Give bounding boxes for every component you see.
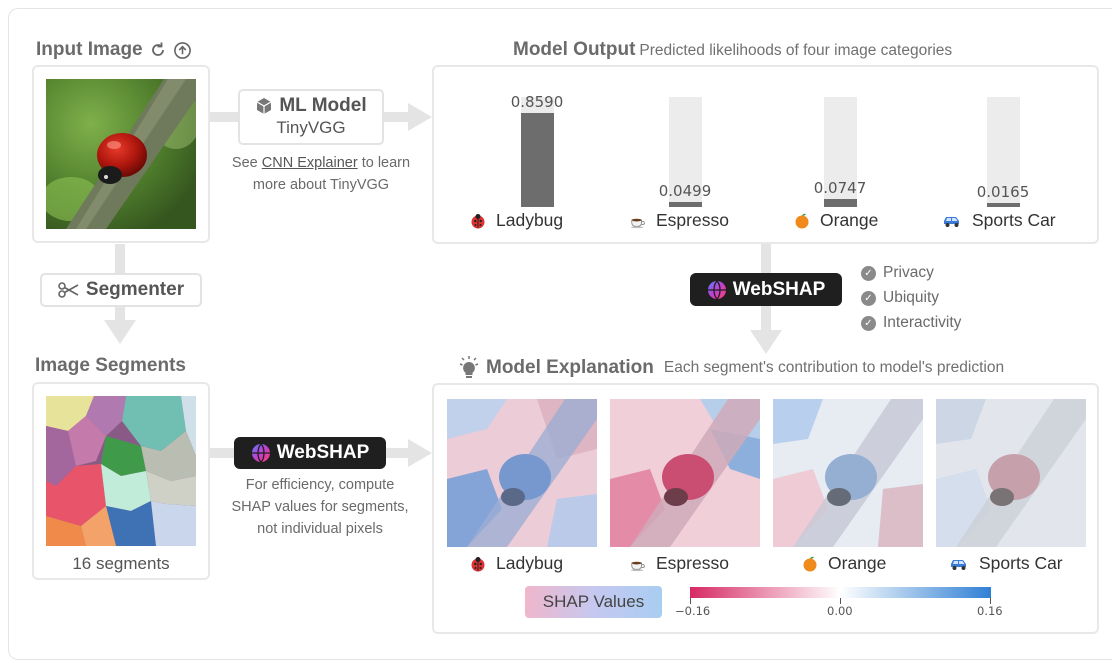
connector-input-model	[210, 112, 238, 122]
efficiency-note-line3: not individual pixels	[257, 521, 383, 537]
bar-value-label-0: 0.8590	[510, 93, 564, 111]
check-icon: ✓	[861, 290, 876, 306]
segments-count: 16 segments	[72, 554, 170, 573]
arrow-head-explanation	[408, 439, 432, 467]
orange-icon	[794, 213, 810, 229]
car-icon	[942, 213, 962, 229]
espresso-label: Espresso	[656, 210, 729, 230]
ladybug-icon	[470, 556, 486, 572]
orange-icon	[802, 556, 818, 572]
efficiency-note-line2: SHAP values for segments,	[231, 499, 409, 515]
image-segments-title: Image Segments	[35, 355, 186, 376]
bar-track-3	[987, 97, 1020, 207]
explanation-map-sports-car	[936, 399, 1086, 547]
segmenter-label: Segmenter	[85, 279, 185, 300]
explanation-label-orange: Orange	[802, 553, 886, 574]
input-image-title: Input Image	[36, 39, 192, 61]
bar-fill-2[interactable]	[824, 199, 857, 207]
check-icon: ✓	[861, 265, 876, 281]
feature-ubiquity: ✓Ubiquity	[861, 289, 939, 307]
bar-fill-1[interactable]	[669, 202, 702, 207]
ml-model-title: ML Model	[240, 95, 382, 117]
segmenter-box: Segmenter	[40, 273, 202, 307]
efficiency-note: For efficiency, compute SHAP values for …	[212, 474, 428, 540]
model-output-subtitle: Predicted likelihoods of four image cate…	[639, 42, 953, 59]
arrow-head-output	[408, 103, 432, 131]
shap-min-label: −0.16	[675, 604, 711, 618]
input-image-card[interactable]	[32, 65, 210, 243]
connector-segmenter-segments	[115, 307, 125, 321]
connector-model-output	[384, 112, 410, 122]
upload-icon[interactable]	[173, 41, 192, 60]
bar-track-0	[521, 97, 554, 207]
cube-icon	[255, 97, 273, 115]
connector-input-segmenter	[115, 244, 125, 274]
shap-max-label: 0.16	[977, 604, 1003, 618]
figure-frame	[8, 8, 1112, 660]
ml-model-box: ML Model TinyVGG	[238, 89, 384, 145]
output-category-sports-car: Sports Car	[942, 210, 1056, 231]
ladybug-label: Ladybug	[496, 210, 564, 230]
car-icon	[949, 556, 969, 572]
ml-model-label: ML Model	[279, 95, 367, 116]
arrow-head-model-explanation	[750, 330, 782, 354]
shap-mid-label: 0.00	[827, 604, 853, 618]
bar-track-1	[669, 97, 702, 207]
explanation-label-ladybug: Ladybug	[470, 553, 563, 574]
explanation-label-espresso: Espresso	[630, 553, 729, 574]
globe-icon	[707, 280, 727, 300]
shap-values-label: SHAP Values	[525, 586, 662, 618]
output-category-ladybug: Ladybug	[470, 210, 563, 231]
lightbulb-icon	[458, 356, 480, 380]
webshap-badge-middle: WebSHAP	[690, 273, 842, 306]
ladybug-photo	[46, 79, 196, 229]
scissors-icon	[58, 282, 80, 298]
feature-privacy: ✓Privacy	[861, 264, 934, 282]
shap-color-scale	[690, 587, 991, 598]
image-segments-card: 16 segments	[32, 382, 210, 580]
ml-model-subtitle: TinyVGG	[276, 118, 346, 137]
explanation-map-ladybug	[447, 399, 597, 547]
webshap-badge-bottom: WebSHAP	[234, 437, 386, 469]
ladybug-icon	[470, 213, 486, 229]
bar-fill-3[interactable]	[987, 203, 1020, 207]
tick-mark-max	[990, 598, 991, 604]
output-category-orange: Orange	[794, 210, 878, 231]
check-icon: ✓	[861, 315, 876, 331]
feature-interactivity: ✓Interactivity	[861, 314, 961, 332]
tick-mark-mid	[840, 598, 841, 604]
bar-fill-0[interactable]	[521, 113, 554, 207]
webshap-middle-label: WebSHAP	[732, 278, 826, 300]
model-explanation-card: Ladybug Espresso Orange Sports Car SHAP …	[432, 383, 1099, 634]
efficiency-note-line1: For efficiency, compute	[245, 477, 395, 493]
bar-value-label-1: 0.0499	[658, 182, 712, 200]
sports-car-label: Sports Car	[972, 210, 1056, 230]
input-image-title-text: Input Image	[36, 39, 143, 60]
arrow-head-segments	[104, 320, 136, 344]
model-explanation-subtitle: Each segment's contribution to model's p…	[663, 359, 1005, 376]
explanation-map-orange	[773, 399, 923, 547]
cnn-explainer-link[interactable]: CNN Explainer	[261, 155, 358, 171]
bar-value-label-2: 0.0747	[813, 179, 867, 197]
bar-value-label-3: 0.0165	[976, 183, 1030, 201]
refresh-icon[interactable]	[149, 41, 167, 59]
model-output-card: 0.8590 0.0499 0.0747 0.0165 Ladybug Espress…	[432, 65, 1099, 244]
coffee-icon	[630, 213, 646, 229]
explanation-map-espresso	[610, 399, 760, 547]
model-note-line2: more about TinyVGG	[252, 177, 390, 193]
model-note-line1: See CNN Explainer to learn	[231, 155, 411, 171]
explanation-label-sports-car: Sports Car	[949, 553, 1063, 574]
globe-icon	[251, 443, 271, 463]
model-note: See CNN Explainer to learn more about Ti…	[216, 152, 426, 196]
orange-label: Orange	[820, 210, 879, 230]
webshap-bottom-label: WebSHAP	[276, 442, 370, 463]
bar-track-2	[824, 97, 857, 207]
segments-map	[46, 396, 196, 546]
coffee-icon	[630, 556, 646, 572]
tick-mark-min	[690, 598, 691, 604]
output-category-espresso: Espresso	[630, 210, 729, 231]
